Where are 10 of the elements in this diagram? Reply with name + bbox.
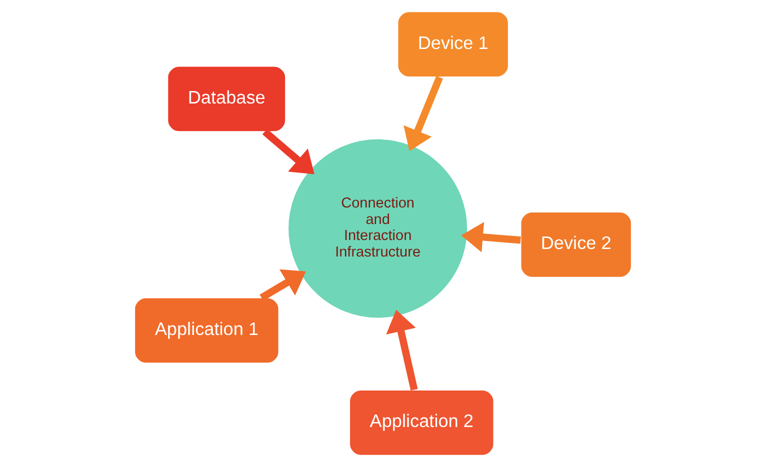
arrow [262,128,314,174]
arrow [404,76,443,152]
arrow [386,310,418,391]
arrow [260,269,306,301]
node-box: Database [167,66,286,132]
node-box: Application 1 [134,297,280,364]
node-box: Application 2 [349,390,494,456]
node-box: Device 2 [520,212,632,278]
node-box: Device 1 [397,11,509,78]
arrow [461,222,521,252]
